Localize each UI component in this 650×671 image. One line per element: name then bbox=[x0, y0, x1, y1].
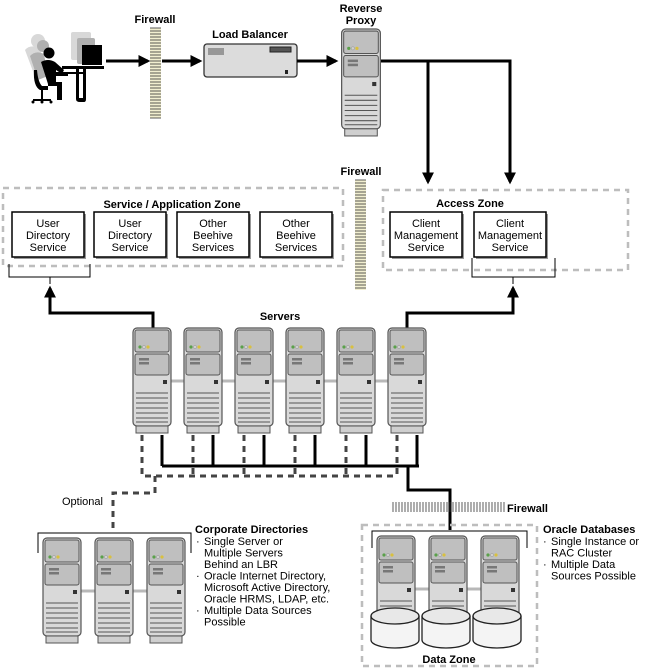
corporate-directories-bullet-text: Possible bbox=[204, 617, 246, 629]
oracle-databases-bullet-marker: · bbox=[543, 536, 547, 548]
client-management-box-label-line: Client bbox=[496, 218, 524, 230]
access-zone-title: Access Zone bbox=[436, 198, 504, 210]
database-cylinder-icon bbox=[472, 607, 522, 649]
corporate-directories-bullet-marker: · bbox=[196, 536, 200, 548]
firewall-bottom-icon bbox=[392, 502, 505, 512]
service-box-label-line: Service bbox=[30, 242, 67, 254]
servers-label: Servers bbox=[260, 311, 300, 323]
corporate-directories-bullet-text: Microsoft Active Directory, bbox=[204, 582, 330, 594]
server-tower-2 bbox=[183, 327, 223, 434]
client-management-box-label-line: Service bbox=[408, 242, 445, 254]
server-tower-3 bbox=[234, 327, 274, 434]
bracket-client-mgmt bbox=[471, 258, 556, 278]
connector-proxy-to-client-mgmt-2 bbox=[381, 59, 516, 185]
service-box-label-line: Beehive bbox=[193, 230, 233, 242]
server-tower-6 bbox=[387, 327, 427, 434]
firewall-label-bottom: Firewall bbox=[507, 503, 548, 515]
oracle-databases-bullet-text: Multiple Data bbox=[551, 559, 616, 571]
bracket-corporate-directories bbox=[37, 532, 192, 553]
server-dashed-bus bbox=[140, 435, 397, 478]
oracle-databases-title: Oracle Databases bbox=[543, 524, 635, 536]
corporate-directories-bullet-text: Oracle Internet Directory, bbox=[204, 571, 326, 583]
user-workstation-icon bbox=[25, 32, 104, 104]
server-tower-5 bbox=[336, 327, 376, 434]
reverse-proxy-label-line2: Proxy bbox=[346, 15, 377, 27]
load-balancer-label: Load Balancer bbox=[212, 29, 289, 41]
server-tower-1 bbox=[132, 327, 172, 434]
corporate-directory-server-1 bbox=[42, 537, 82, 644]
corporate-directories-bullet-marker: · bbox=[196, 605, 200, 617]
service-application-zone bbox=[1, 186, 345, 268]
corporate-directories-bullet-text: Multiple Data Sources bbox=[204, 605, 312, 617]
service-box-label-line: Directory bbox=[26, 230, 71, 242]
corporate-directory-server-2 bbox=[94, 537, 134, 644]
service-box-label-line: Other bbox=[199, 218, 227, 230]
database-cylinder-icon bbox=[370, 607, 420, 649]
oracle-databases-bullet-marker: · bbox=[543, 559, 547, 571]
service-box-label-line: Services bbox=[275, 242, 318, 254]
client-management-box-label-line: Management bbox=[478, 230, 542, 242]
database-cylinder-icon bbox=[421, 607, 471, 649]
client-management-box-label-line: Service bbox=[492, 242, 529, 254]
corporate-directories-bullet-text: Behind an LBR bbox=[204, 559, 278, 571]
connector-servers-to-service-zone bbox=[44, 285, 155, 330]
corporate-directories-bullet-text: Multiple Servers bbox=[204, 548, 283, 560]
corporate-directories-bullet-text: Single Server or bbox=[204, 536, 283, 548]
oracle-databases-bullet-text: Single Instance or bbox=[551, 536, 639, 548]
reverse-proxy-server-icon bbox=[341, 28, 381, 137]
firewall-middle-icon bbox=[355, 179, 366, 290]
corporate-directory-server-3 bbox=[146, 537, 186, 644]
firewall-label-top: Firewall bbox=[135, 14, 176, 26]
reverse-proxy-label-line1: Reverse bbox=[340, 3, 383, 15]
connector-servers-to-data-zone bbox=[406, 466, 452, 530]
corporate-directories-bullet-marker: · bbox=[196, 571, 200, 583]
access-zone bbox=[381, 188, 630, 272]
service-box-label-line: User bbox=[118, 218, 142, 230]
service-box-label-line: Directory bbox=[108, 230, 153, 242]
data-zone bbox=[360, 523, 539, 668]
oracle-databases-bullet-text: Sources Possible bbox=[551, 571, 636, 583]
client-management-box-label-line: Management bbox=[394, 230, 458, 242]
firewall-label-middle: Firewall bbox=[341, 166, 382, 178]
corporate-directories-title: Corporate Directories bbox=[195, 524, 308, 536]
client-management-box-label-line: Client bbox=[412, 218, 440, 230]
connector-servers-to-access-zone bbox=[405, 285, 519, 330]
optional-label: Optional bbox=[62, 496, 103, 508]
server-tower-4 bbox=[285, 327, 325, 434]
bracket-oracle-databases bbox=[371, 530, 528, 548]
load-balancer-icon bbox=[203, 43, 298, 78]
service-box-label-line: Other bbox=[282, 218, 310, 230]
oracle-databases-bullet-text: RAC Cluster bbox=[551, 548, 612, 560]
corporate-directories-bullet-text: Oracle HRMS, LDAP, etc. bbox=[204, 594, 329, 606]
service-box-label-line: Beehive bbox=[276, 230, 316, 242]
firewall-top-icon bbox=[150, 27, 161, 119]
service-box-label-line: Service bbox=[112, 242, 149, 254]
service-box-label-line: Services bbox=[192, 242, 235, 254]
service-box-label-line: User bbox=[36, 218, 60, 230]
connector-optional-corporate-directories bbox=[111, 476, 157, 530]
data-zone-label: Data Zone bbox=[422, 654, 475, 666]
service-zone-title: Service / Application Zone bbox=[103, 199, 240, 211]
